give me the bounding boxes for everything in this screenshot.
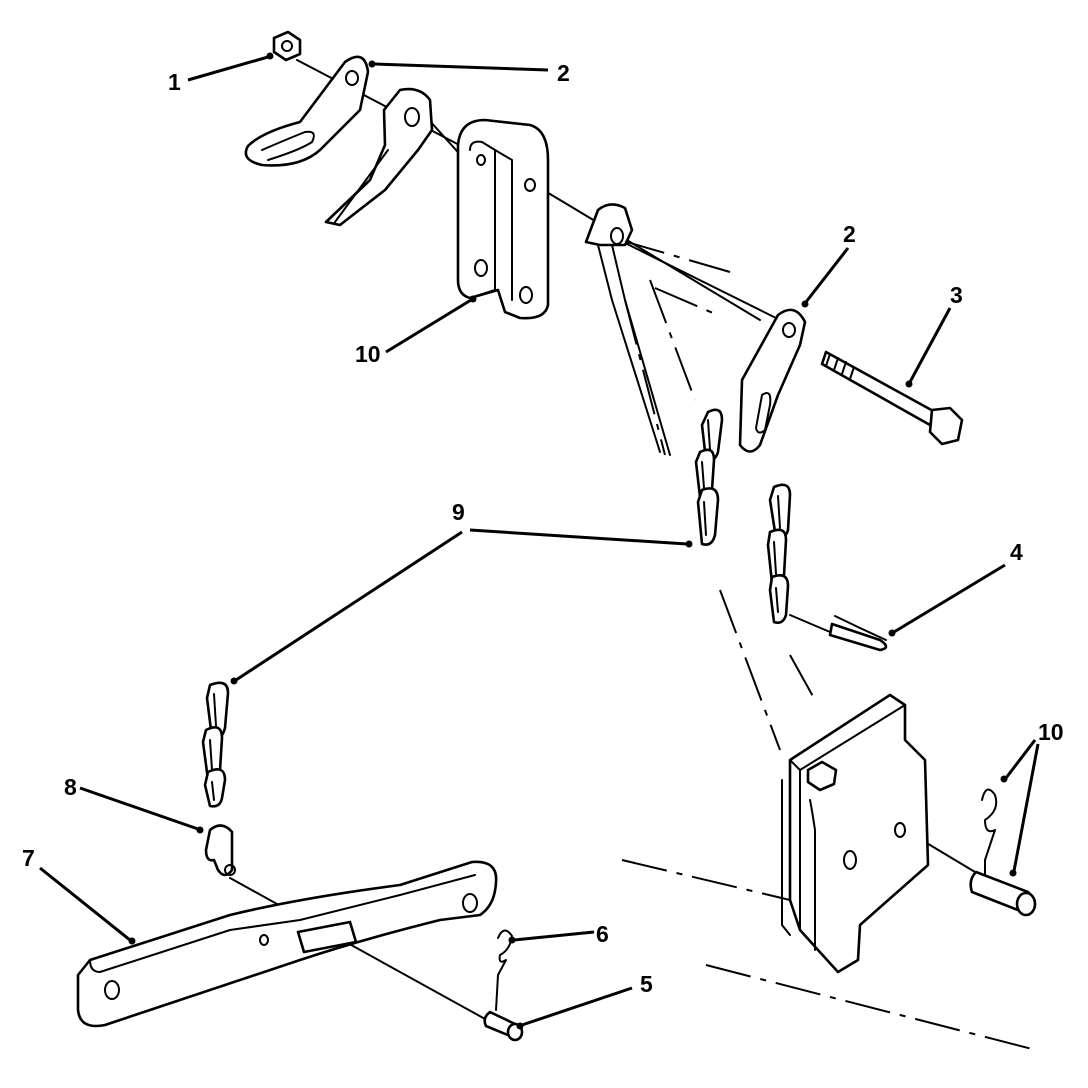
clevis-bracket-part-10-top xyxy=(456,118,550,320)
lynch-pin-part-4 xyxy=(828,615,888,652)
lower-mounting-plate xyxy=(781,693,930,974)
hex-nut-part-1 xyxy=(272,30,302,62)
callout-5: 5 xyxy=(640,971,653,997)
callout-6: 6 xyxy=(596,921,609,947)
clevis-part-8 xyxy=(204,824,236,877)
hex-bolt-part-3 xyxy=(820,350,964,446)
clevis-pin-part-5 xyxy=(483,1010,524,1042)
chain-part-9-left xyxy=(201,681,230,808)
callout-10-right: 10 xyxy=(1038,719,1064,745)
callout-8: 8 xyxy=(64,774,77,800)
bracket-plate-part-2-top xyxy=(244,55,370,167)
callout-2-top: 2 xyxy=(557,60,570,86)
chain-part-9-upper xyxy=(694,408,724,546)
clevis-pin-part-10-right xyxy=(969,788,1037,917)
callout-4: 4 xyxy=(1010,539,1023,565)
callout-10-top: 10 xyxy=(355,341,381,367)
callout-7: 7 xyxy=(22,845,35,871)
top-link-arm xyxy=(324,87,434,227)
hair-clip-part-6 xyxy=(495,929,513,1011)
callout-1: 1 xyxy=(168,69,181,95)
bracket-plate-part-2-right xyxy=(738,308,807,453)
callout-3: 3 xyxy=(950,282,963,308)
callout-labels: 1 2 2 3 4 5 6 7 8 9 10 10 xyxy=(22,60,1064,997)
callout-9: 9 xyxy=(452,499,465,525)
drawbar-part-7 xyxy=(76,860,498,1028)
chain-part-9-right xyxy=(766,483,792,624)
callout-2-right: 2 xyxy=(843,221,856,247)
leader-lines xyxy=(39,52,1040,1030)
center-hitch-arm xyxy=(584,203,671,456)
